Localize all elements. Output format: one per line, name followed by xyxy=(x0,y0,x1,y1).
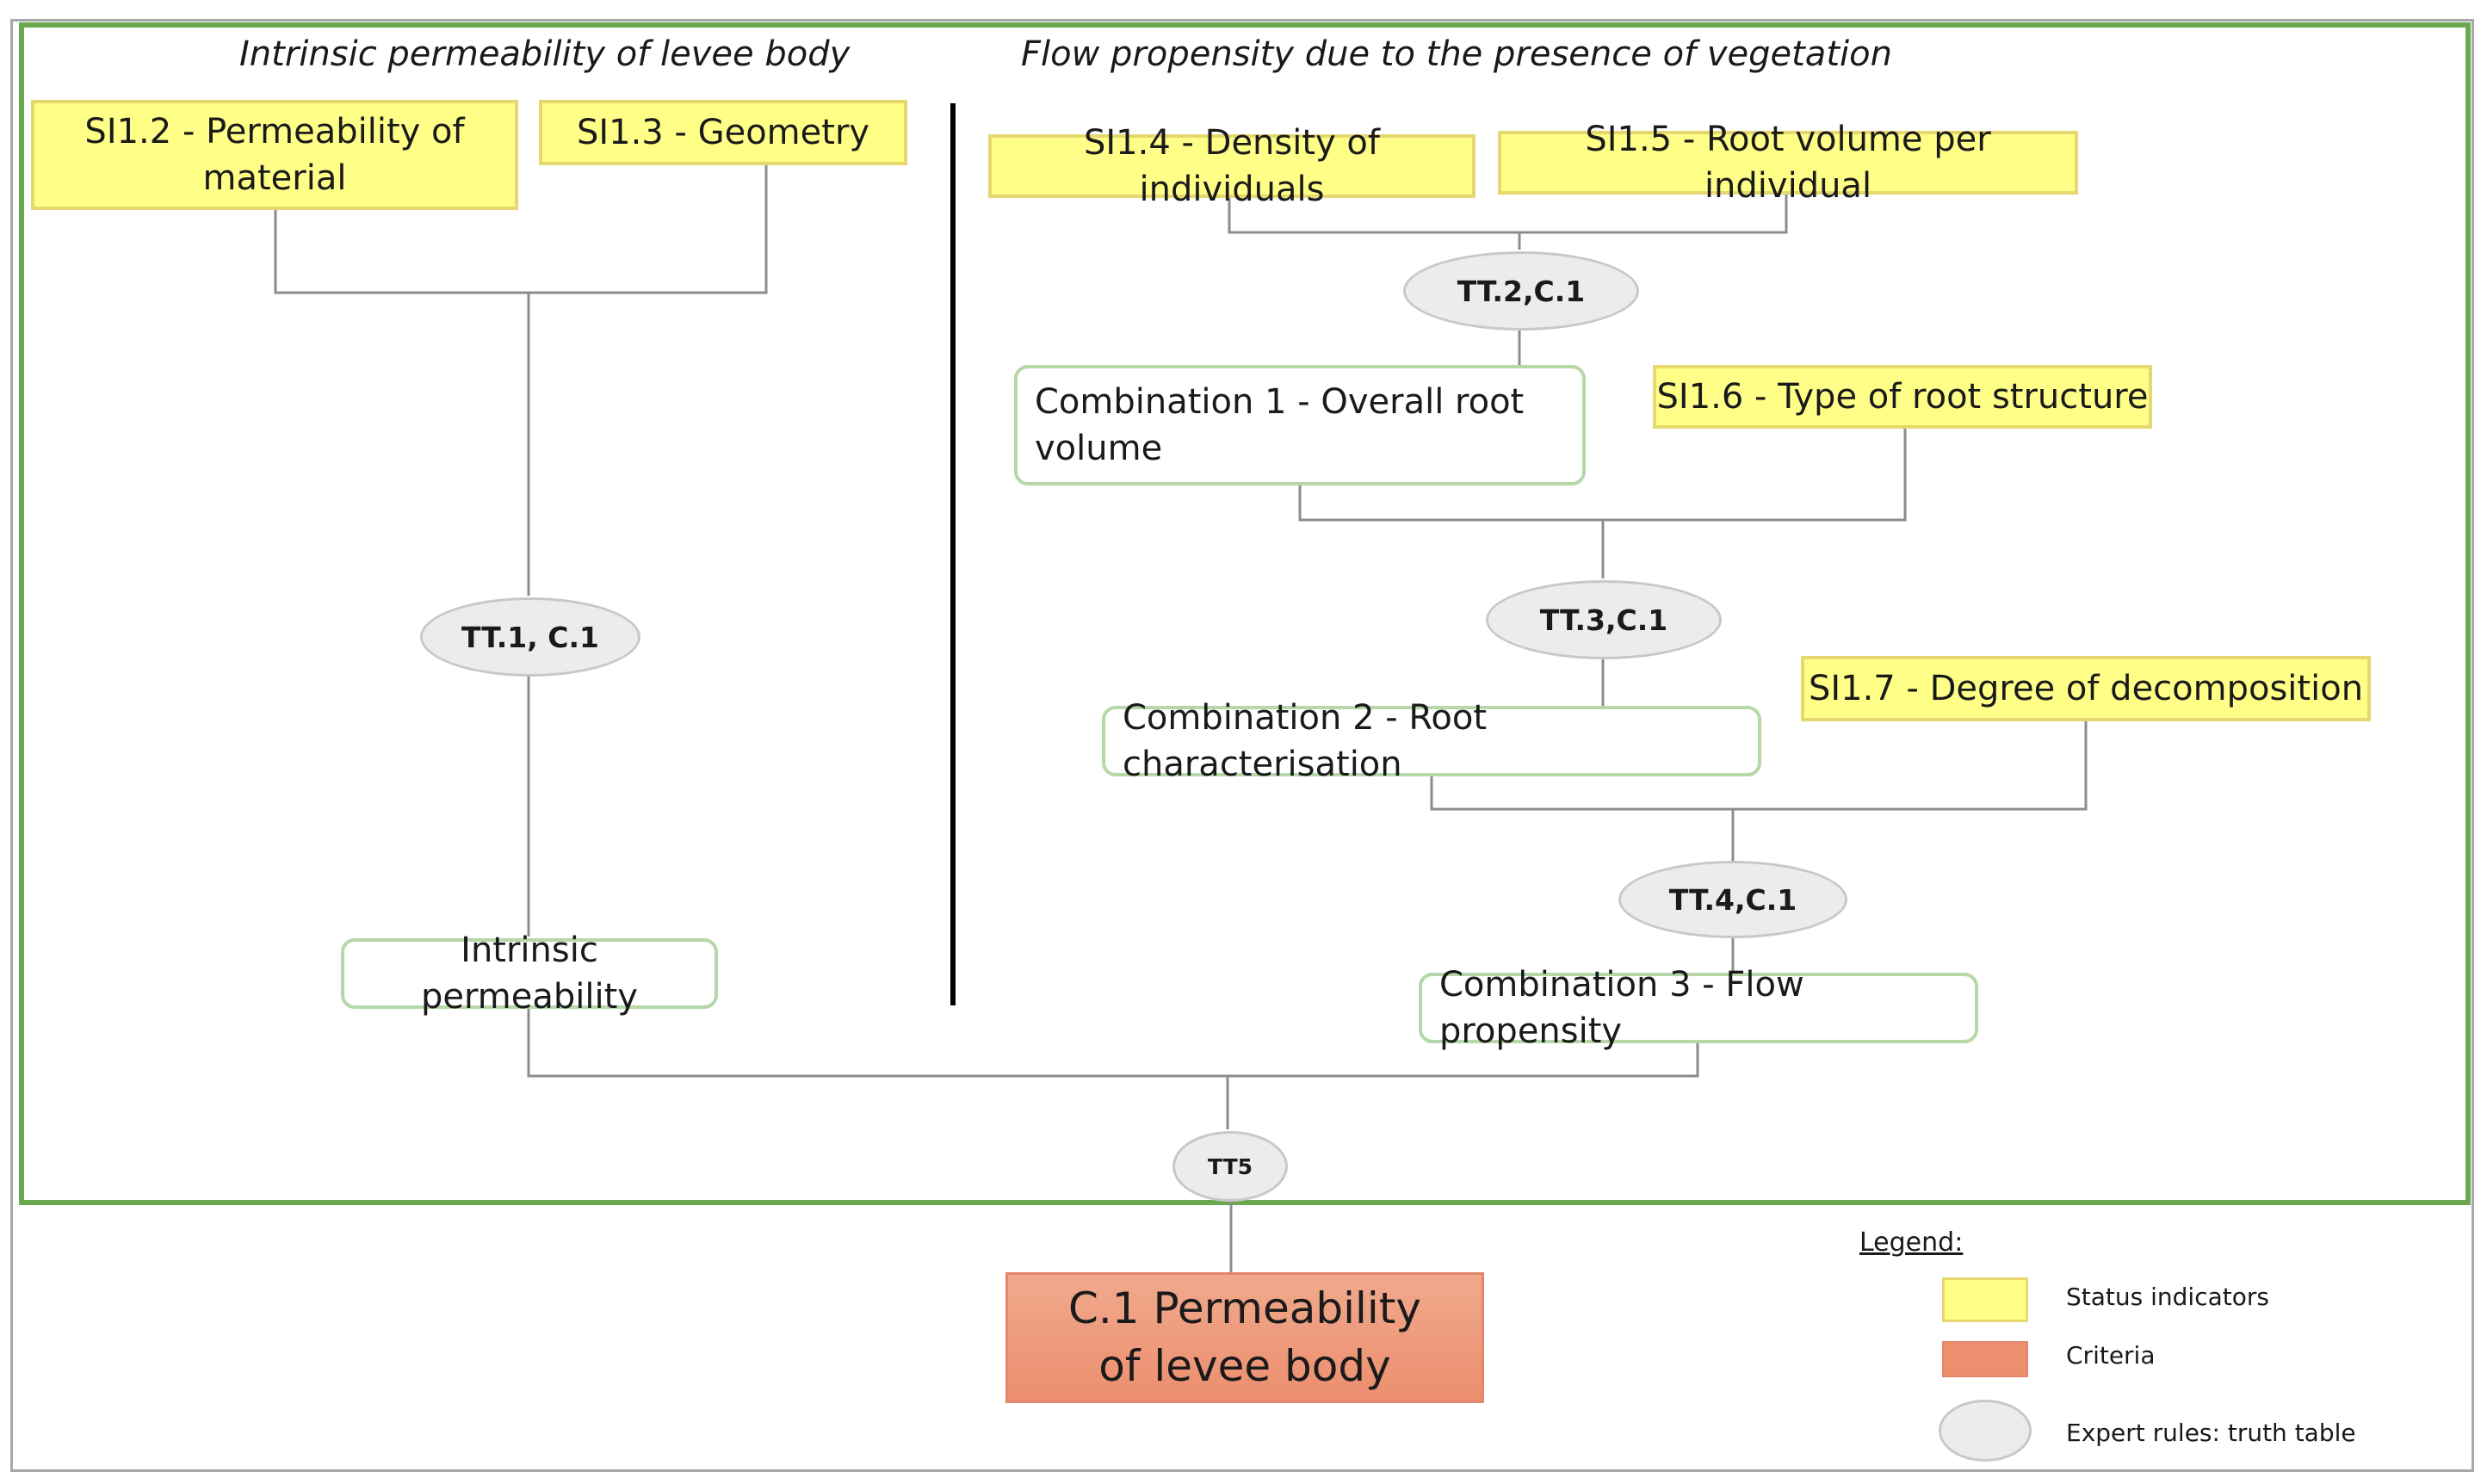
legend-criteria-swatch xyxy=(1942,1341,2028,1377)
legend-truth-table-oval-swatch xyxy=(1939,1400,2032,1462)
status-indicator-si15: SI1.5 - Root volume per individual xyxy=(1498,120,2078,206)
heading-intrinsic-permeability: Intrinsic permeability of levee body xyxy=(239,34,851,74)
truth-table-tt2: TT.2,C.1 xyxy=(1403,251,1639,331)
legend-status-indicator-swatch xyxy=(1942,1277,2028,1322)
legend-criteria-label: Criteria xyxy=(2066,1341,2156,1370)
combination-3-flow-propensity: Combination 3 - Flow propensity xyxy=(1419,965,1978,1051)
status-indicator-si12: SI1.2 - Permeability of material xyxy=(31,100,518,210)
status-indicator-si17: SI1.7 - Degree of decomposition xyxy=(1801,656,2371,721)
heading-flow-propensity: Flow propensity due to the presence of v… xyxy=(1021,34,1892,74)
outer-frame xyxy=(10,19,2474,1472)
connector-combo2-si17 xyxy=(1430,720,2088,811)
status-indicator-si14: SI1.4 - Density of individuals xyxy=(988,123,1475,209)
legend-title: Legend: xyxy=(1859,1227,1964,1258)
legend-status-indicators-label: Status indicators xyxy=(2066,1283,2269,1311)
truth-table-tt4: TT.4,C.1 xyxy=(1618,861,1847,938)
connector-si14-si15 xyxy=(1228,191,1788,234)
combination-1-overall-root-volume: Combination 1 - Overall root volume xyxy=(1014,365,1586,485)
intrinsic-permeability-box: Intrinsic permeability xyxy=(341,931,718,1017)
criteria-c1-permeability-of-levee-body: C.1 Permeability of levee body xyxy=(1005,1272,1484,1403)
truth-table-tt1: TT.1, C.1 xyxy=(420,597,640,677)
connector-si12-si13 xyxy=(274,165,768,294)
legend-expert-rules-label: Expert rules: truth table xyxy=(2066,1419,2356,1447)
status-indicator-si16: SI1.6 - Type of root structure xyxy=(1653,365,2152,429)
connector-intrinsic-combo3 xyxy=(527,1007,1699,1078)
combination-2-root-characterisation: Combination 2 - Root characterisation xyxy=(1102,698,1761,784)
diagram-frame xyxy=(19,22,2471,1205)
truth-table-tt5: TT5 xyxy=(1172,1131,1288,1202)
truth-table-tt3: TT.3,C.1 xyxy=(1486,580,1722,659)
status-indicator-si13: SI1.3 - Geometry xyxy=(539,100,907,165)
